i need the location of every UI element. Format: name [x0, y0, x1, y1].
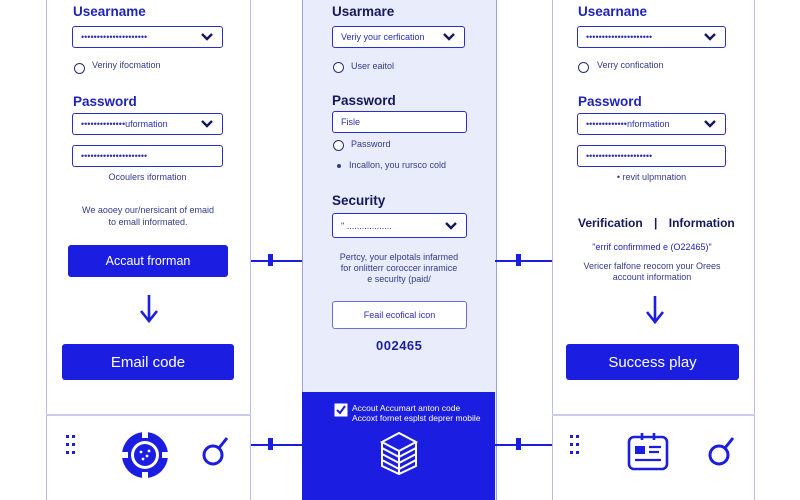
- password-value: ••••••••••••••uformation: [81, 119, 168, 129]
- note-line-1: Pertcy, your elpotals infarmed: [339, 252, 459, 262]
- connector-tick: [516, 438, 521, 450]
- dot-grid-icon: [570, 435, 579, 454]
- username-select[interactable]: •••••••••••••••••••••: [72, 26, 223, 48]
- username-label: Usearname: [73, 4, 146, 19]
- heading-separator: |: [654, 216, 658, 230]
- connector-line: [251, 444, 302, 446]
- dot-grid-icon: [66, 435, 75, 454]
- connector-tick: [268, 254, 273, 266]
- hint-text: Ocoulers iformation: [108, 172, 187, 182]
- magnifier-icon[interactable]: [201, 435, 231, 467]
- password-confirm-value: •••••••••••••••••••••: [586, 151, 653, 161]
- note-line-1: We aooey our/nersicant of emaid: [82, 205, 214, 215]
- chevron-down-icon: [201, 120, 213, 128]
- divider: [552, 414, 755, 416]
- password-value: •••••••••••••nformation: [586, 119, 670, 129]
- poker-chip-icon[interactable]: [120, 430, 170, 480]
- verify-select[interactable]: Veriy your cerfication: [332, 26, 465, 48]
- username-select[interactable]: •••••••••••••••••••••: [577, 26, 726, 48]
- security-value: " ..................: [341, 220, 392, 231]
- username-label: Usearnane: [578, 4, 648, 19]
- magnifier-icon[interactable]: [707, 435, 737, 467]
- right-panel: [552, 0, 755, 500]
- note-line-3: e securlty (paid/: [367, 274, 431, 284]
- checkbox-text-2: Accoxt fornet esplst deprer mobile: [352, 413, 481, 423]
- chevron-down-icon: [201, 33, 213, 41]
- security-label: Security: [332, 193, 386, 208]
- verify-label: Verry confication: [597, 60, 664, 70]
- password-input-value: Fisle: [341, 117, 361, 127]
- arrow-down-icon: [645, 296, 665, 325]
- password-select[interactable]: •••••••••••••nformation: [577, 113, 726, 135]
- note-line-2: for onlitterr coroccer inramice: [340, 263, 458, 273]
- password-radio[interactable]: [333, 140, 344, 151]
- chevron-down-icon: [704, 120, 716, 128]
- username-label: Usarmare: [332, 4, 395, 19]
- email-code-button[interactable]: Email code: [62, 344, 234, 380]
- password-label: Password: [73, 94, 137, 109]
- checkbox-text-1: Accout Accumart anton code: [352, 403, 461, 413]
- connector-tick: [516, 254, 521, 266]
- user-email-radio[interactable]: [333, 62, 344, 73]
- email-field[interactable]: Feail ecofical icon: [332, 301, 467, 329]
- checkbox-icon[interactable]: [334, 403, 348, 417]
- user-email-label: User eaitol: [351, 61, 395, 71]
- confirm-bar: [302, 392, 495, 500]
- success-button[interactable]: Success play: [566, 344, 739, 380]
- password-select[interactable]: ••••••••••••••uformation: [72, 113, 223, 135]
- verification-heading: Verification | Information: [578, 216, 735, 230]
- connector-line: [251, 260, 302, 262]
- note-line-1: Vericer falfone reocom your Orees: [583, 261, 721, 271]
- username-value: •••••••••••••••••••••: [81, 32, 148, 42]
- verify-radio[interactable]: [74, 63, 85, 74]
- note-line-2: to emall informated.: [108, 217, 188, 227]
- connector-tick: [268, 438, 273, 450]
- verify-label: Veriny ifocmation: [92, 60, 161, 70]
- document-stack-icon: [379, 431, 419, 476]
- chevron-down-icon: [445, 221, 457, 230]
- verification-title: Verification: [578, 216, 643, 230]
- connector-line: [495, 444, 552, 446]
- verification-code: 002465: [376, 338, 423, 353]
- password-confirm-input[interactable]: •••••••••••••••••••••: [577, 145, 726, 167]
- password-option-label: Password: [351, 139, 391, 149]
- hint-text: • revit ulpmnation: [616, 172, 687, 182]
- divider: [46, 414, 251, 416]
- verify-select-value: Veriy your cerfication: [341, 32, 425, 42]
- email-field-label: Feail ecofical icon: [363, 310, 436, 320]
- connector-line: [495, 260, 552, 262]
- chevron-down-icon: [443, 33, 455, 41]
- arrow-down-icon: [139, 295, 159, 324]
- password-label: Password: [578, 94, 642, 109]
- id-card-icon[interactable]: [626, 430, 670, 474]
- note-line-2: account information: [612, 272, 692, 282]
- chevron-down-icon: [704, 33, 716, 41]
- account-button[interactable]: Accaut frorman: [68, 245, 228, 277]
- information-title: Information: [668, 216, 735, 230]
- password-label: Password: [332, 93, 396, 108]
- password-confirm-value: •••••••••••••••••••••: [81, 151, 148, 161]
- password-confirm-input[interactable]: •••••••••••••••••••••: [72, 145, 223, 167]
- username-value: •••••••••••••••••••••: [586, 32, 653, 42]
- confirmed-text: "errif confirmmed e (O22465)": [592, 242, 712, 252]
- location-option-label: Incallon, you rursco cold: [337, 160, 446, 170]
- verify-radio[interactable]: [578, 62, 589, 73]
- security-select[interactable]: " ..................: [332, 213, 467, 238]
- password-input[interactable]: Fisle: [332, 111, 467, 133]
